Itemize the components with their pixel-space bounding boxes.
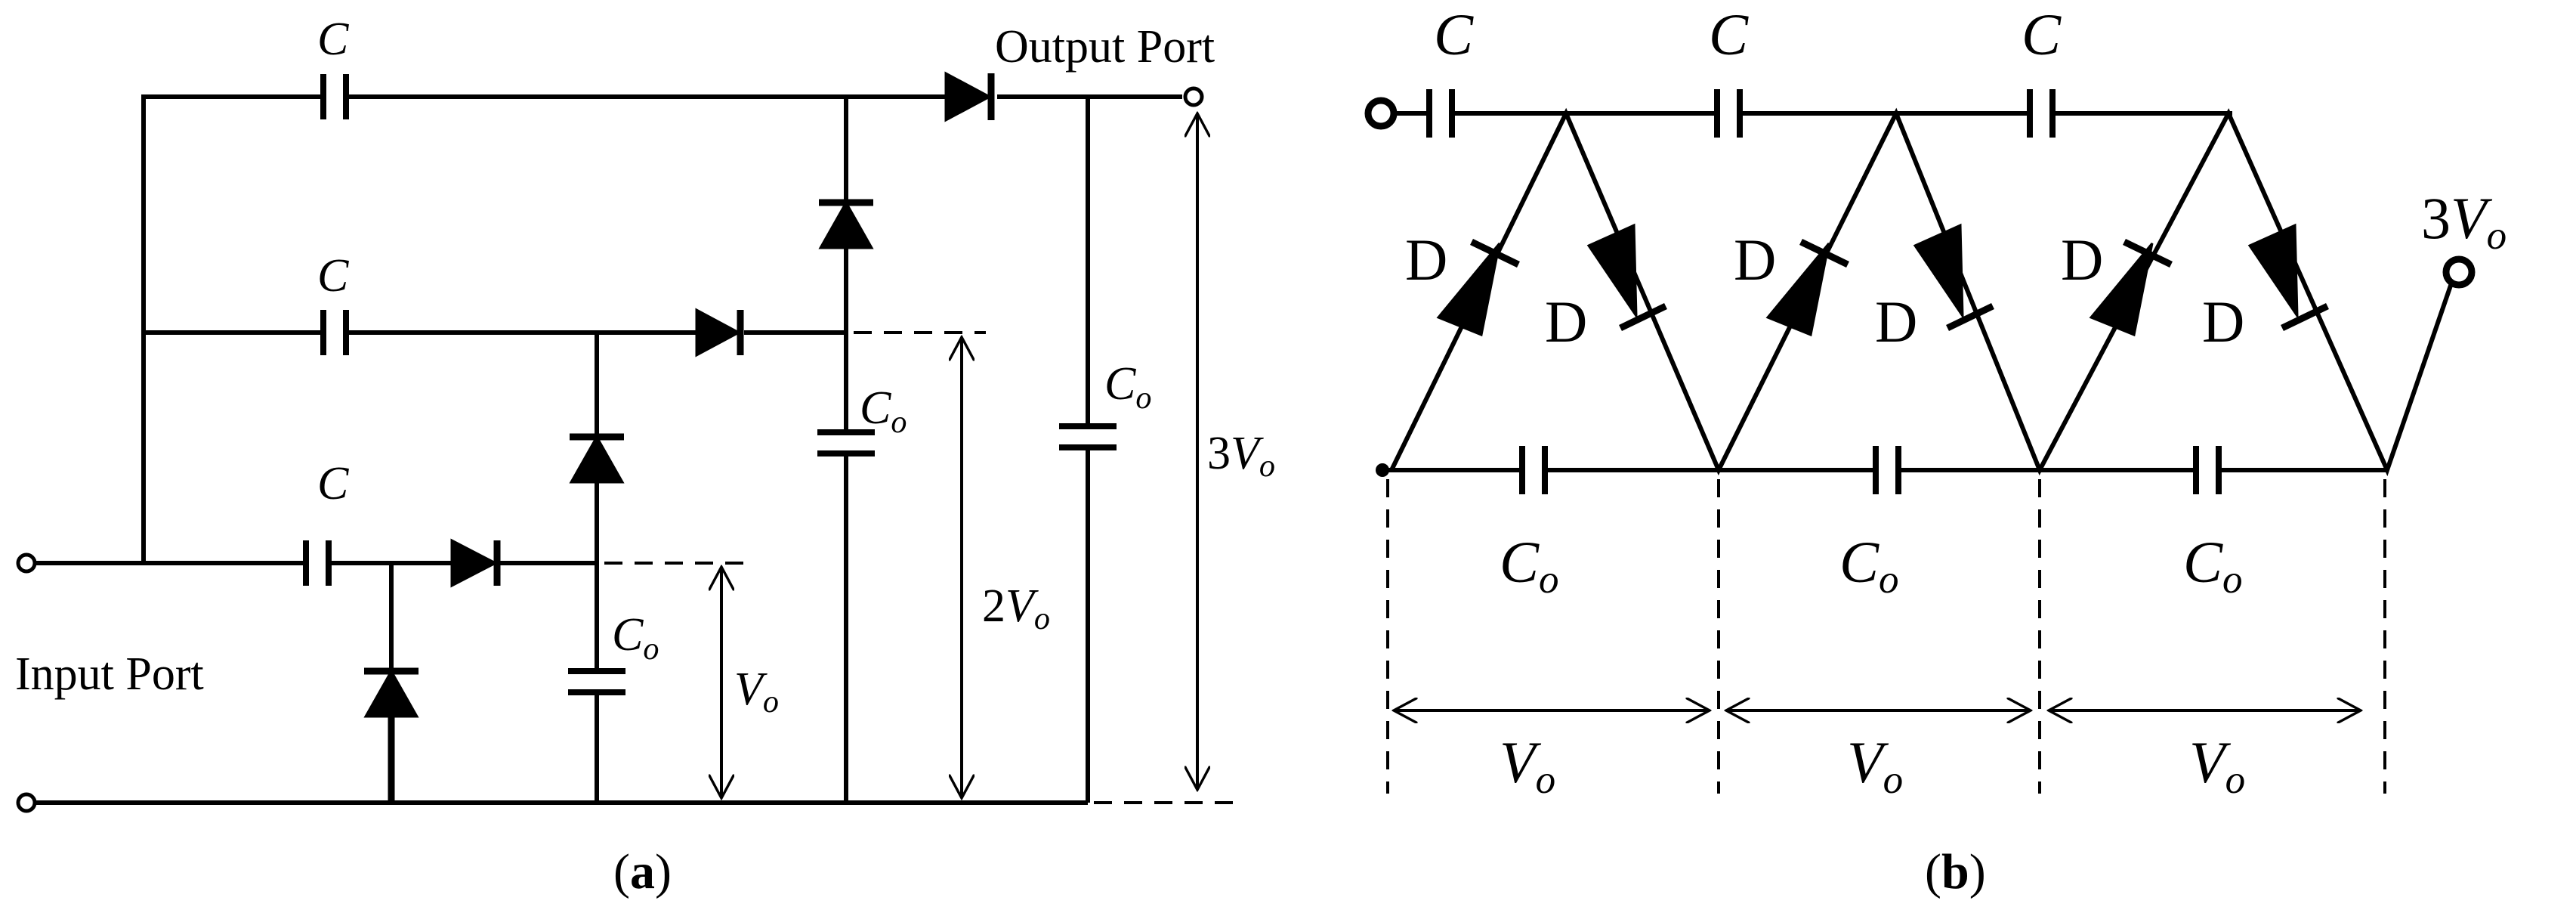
b-diode-up-3 [2089, 238, 2173, 337]
a-label-c-mid: C [317, 250, 349, 302]
b-input-terminal [1364, 97, 1398, 130]
b-diode-up-2 [1765, 238, 1849, 337]
a-output-terminal [1183, 86, 1204, 107]
b-label-vo-2: Vo [1847, 729, 1903, 802]
a-label-co-2: Co [860, 382, 907, 440]
b-label-c-3: C [2022, 2, 2062, 67]
a-label-c-low: C [317, 458, 349, 509]
b-label-vo-1: Vo [1500, 729, 1555, 802]
b-diode-up-1 [1436, 238, 1520, 337]
b-diode-down-1 [1586, 223, 1667, 332]
a-diode-col1 [569, 434, 625, 484]
a-label-vo: Vo [734, 664, 779, 720]
b-label-co-3: Co [2183, 529, 2243, 602]
a-middle-rail [144, 308, 846, 357]
a-label-input-port: Input Port [15, 648, 204, 700]
b-label-co-2: Co [1839, 529, 1899, 602]
b-diode-down-2 [1913, 223, 1994, 332]
a-top-rail [141, 71, 1204, 563]
b-label-d-3: D [1734, 227, 1776, 292]
b-label-c-2: C [1709, 2, 1749, 67]
a-input-terminal-bottom [16, 792, 37, 813]
b-label-d-1: D [1405, 227, 1447, 292]
panel-b: C C C D D D D D D Co Co Co 3Vo Vo Vo Vo … [1364, 2, 2507, 899]
a-input-stage [16, 538, 597, 803]
b-label-3vo: 3Vo [2421, 185, 2507, 258]
b-bottom-rail [1376, 446, 2387, 494]
a-label-co-1: Co [612, 609, 659, 667]
b-caption: (b) [1925, 844, 1986, 899]
a-label-3vo: 3Vo [1207, 428, 1275, 484]
a-diode-shunt [363, 668, 419, 718]
a-label-output-port: Output Port [995, 21, 1215, 73]
a-column-2 [817, 97, 875, 803]
panel-a: C C C Output Port Input Port Co Co Co Vo… [15, 14, 1275, 899]
b-label-d-2: D [1545, 289, 1587, 354]
b-label-c-1: C [1434, 2, 1474, 67]
b-label-d-5: D [2061, 227, 2103, 292]
b-label-co-1: Co [1500, 529, 1559, 602]
a-label-2vo: 2Vo [982, 580, 1050, 636]
b-diode-ladder [1389, 107, 2476, 477]
a-column-1 [568, 333, 625, 803]
b-diode-down-3 [2247, 223, 2329, 332]
a-ground-rail [16, 792, 1239, 813]
b-top-rail [1364, 89, 2232, 138]
b-output-terminal [2442, 255, 2476, 289]
b-label-d-6: D [2202, 289, 2244, 354]
a-label-c-top: C [317, 14, 349, 65]
b-label-vo-3: Vo [2189, 729, 2245, 802]
a-column-3 [1059, 97, 1117, 803]
a-diode-col2 [818, 200, 874, 249]
a-diode-top [944, 71, 993, 122]
a-input-terminal-top [16, 552, 37, 574]
b-label-d-4: D [1875, 289, 1917, 354]
a-diode-mid [695, 308, 742, 357]
a-diode-low [450, 538, 499, 588]
a-caption: (a) [613, 844, 672, 899]
a-label-co-3: Co [1104, 358, 1151, 416]
